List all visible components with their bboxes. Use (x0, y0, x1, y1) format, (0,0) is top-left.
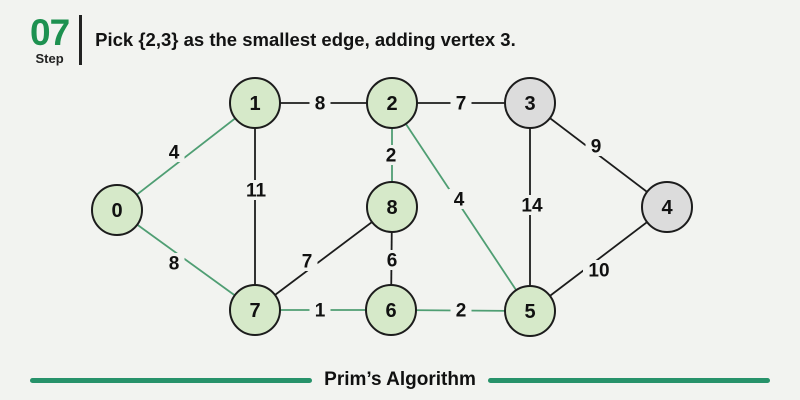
graph-node-label-1: 1 (249, 93, 260, 115)
graph-node-label-8: 8 (386, 197, 397, 219)
edge-weight-bg-8-6 (381, 250, 403, 270)
edge-weight-bg-0-7 (163, 253, 185, 273)
graph-node-label-5: 5 (524, 301, 535, 323)
edge-weight-3-4: 9 (591, 137, 602, 158)
edge-weight-bg-7-6 (309, 300, 331, 320)
graph-node-1 (229, 77, 281, 129)
edge-weight-bg-2-5 (448, 189, 470, 209)
edge-weight-8-6: 6 (387, 251, 398, 272)
graph-node-4 (641, 181, 693, 233)
edge-weight-2-3: 7 (456, 94, 467, 115)
graph-node-label-0: 0 (111, 200, 122, 222)
graph-node-3 (504, 77, 556, 129)
edge-weight-bg-7-8 (296, 251, 318, 271)
edge-weight-3-5: 14 (521, 196, 543, 217)
edge-weight-bg-1-2 (309, 93, 331, 113)
edge-weight-4-5: 10 (588, 261, 609, 282)
edge-weight-7-8: 7 (302, 252, 313, 273)
step-block: 07 Step (30, 12, 70, 66)
edge-weight-6-5: 2 (456, 301, 467, 322)
graph-node-label-7: 7 (249, 300, 260, 322)
edge-4-5 (529, 206, 668, 312)
edge-weight-7-6: 1 (315, 301, 326, 322)
graph-node-label-6: 6 (385, 300, 396, 322)
footer-bar-right (487, 377, 771, 383)
edge-weight-bg-4-5 (583, 260, 615, 280)
edge-weight-bg-3-5 (516, 195, 548, 215)
edge-0-1 (116, 102, 256, 211)
edge-weight-0-1: 4 (169, 143, 180, 164)
footer: Prim’s Algorithm (30, 369, 771, 391)
graph-node-label-4: 4 (661, 197, 673, 219)
graph-node-label-3: 3 (524, 93, 535, 115)
edge-weight-0-7: 8 (169, 254, 180, 275)
graph-node-6 (365, 284, 417, 336)
edge-weight-1-2: 8 (315, 94, 326, 115)
edge-weight-bg-3-4 (585, 136, 607, 156)
header-divider (79, 15, 83, 65)
edge-weight-bg-1-7 (240, 180, 272, 200)
graph-node-8 (366, 181, 418, 233)
footer-bar-left (30, 377, 313, 383)
footer-title: Prim’s Algorithm (324, 369, 476, 390)
graph-node-0 (91, 184, 143, 236)
step-number: 07 (30, 12, 70, 53)
header: 07 Step Pick {2,3} as the smallest edge,… (30, 14, 516, 66)
step-description: Pick {2,3} as the smallest edge, adding … (95, 29, 516, 50)
edge-weight-2-8: 2 (386, 146, 397, 167)
step-label: Step (35, 51, 64, 66)
edge-weight-bg-2-3 (450, 93, 472, 113)
edge-weight-bg-2-8 (380, 145, 402, 165)
edge-0-7 (116, 209, 256, 311)
graph-node-label-2: 2 (386, 93, 397, 115)
edge-weight-2-5: 4 (454, 190, 465, 211)
edge-7-8 (254, 206, 393, 311)
edge-weight-1-7: 11 (246, 181, 267, 202)
graph-node-7 (229, 284, 281, 336)
edge-weight-bg-6-5 (450, 300, 472, 320)
graph-node-2 (366, 77, 418, 129)
graph-node-5 (504, 285, 556, 337)
edge-weight-bg-0-1 (163, 142, 185, 162)
